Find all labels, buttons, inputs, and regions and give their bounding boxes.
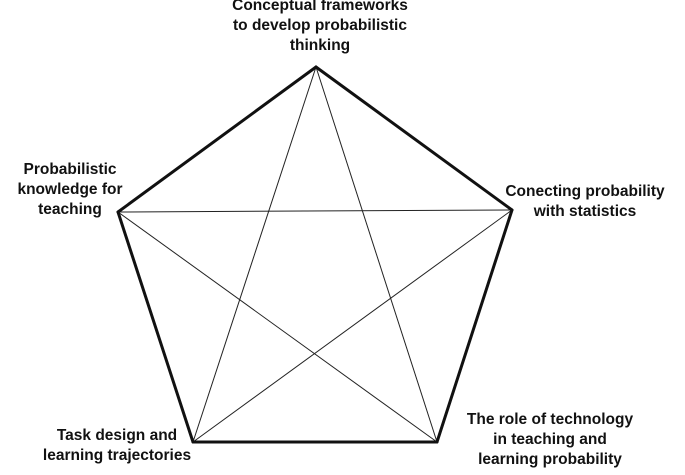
pentagon-outline	[116, 65, 514, 444]
label-line: thinking	[289, 37, 351, 54]
vertex-label-role-of-technology: The role of technology in teaching and l…	[440, 410, 660, 470]
label-line: Probabilistic	[23, 161, 117, 178]
label-line: Task design and	[56, 427, 178, 444]
diagonal-bottom-left-to-top	[192, 66, 317, 443]
vertex-label-probabilistic-knowledge: Probabilistic knowledge for teaching	[0, 160, 140, 220]
label-line: learning trajectories	[42, 447, 192, 464]
label-line: Conecting probability	[505, 183, 665, 200]
edge-left-to-top	[116, 65, 318, 214]
edge-right-to-bottom-right	[435, 208, 514, 444]
diagonal-top-to-bottom-right	[315, 66, 438, 443]
label-line: knowledge for	[17, 181, 123, 198]
vertex-label-conceptual-frameworks: Conceptual frameworks to develop probabi…	[190, 0, 450, 56]
edge-top-to-right	[314, 65, 514, 212]
vertex-label-task-design: Task design and learning trajectories	[22, 426, 212, 466]
pentagram-diagonals	[117, 66, 513, 443]
vertex-label-connecting-probability-statistics: Conecting probability with statistics	[490, 182, 680, 222]
diagonal-right-to-bottom-left	[192, 209, 513, 443]
label-line: with statistics	[533, 203, 637, 220]
label-line: to develop probabilistic	[233, 17, 407, 34]
label-line: Conceptual frameworks	[232, 0, 408, 14]
diagonal-bottom-right-to-left	[117, 211, 438, 443]
label-line: in teaching and	[493, 431, 607, 448]
label-line: The role of technology	[466, 411, 634, 428]
edge-bottom-left-to-left	[116, 210, 195, 444]
label-line: teaching	[38, 201, 102, 218]
diagonal-left-to-right	[117, 209, 513, 213]
label-line: learning probability	[478, 451, 622, 468]
